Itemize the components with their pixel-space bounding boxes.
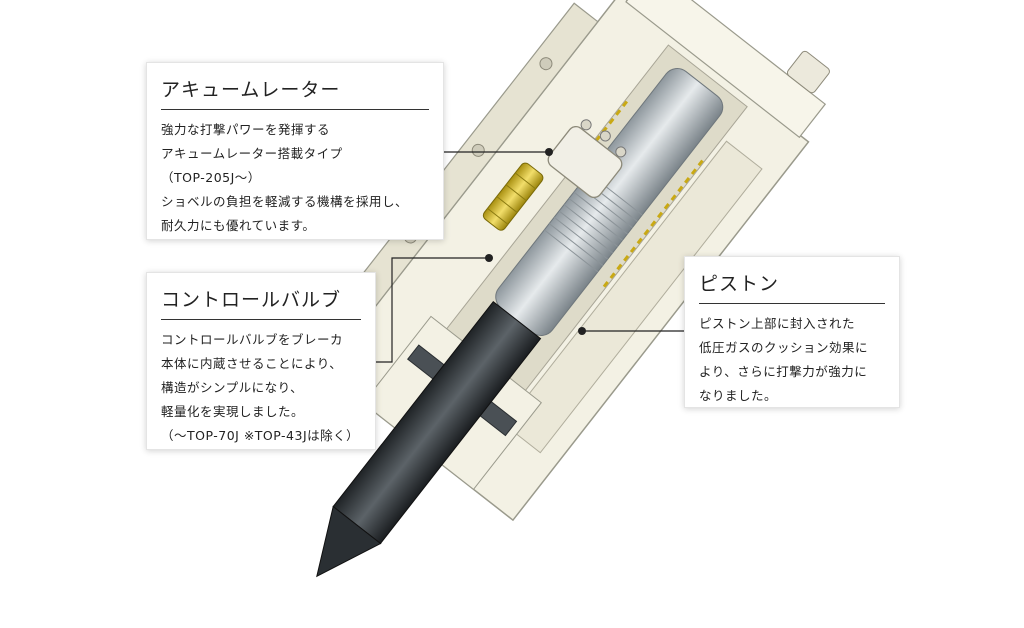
callout-line: ショベルの負担を軽減する機構を採用し、: [161, 194, 409, 209]
callout-accumulator: アキュームレーター 強力な打撃パワーを発揮する アキュームレーター搭載タイプ （…: [146, 62, 444, 240]
callout-title: ピストン: [699, 269, 885, 304]
callout-line: 耐久力にも優れています。: [161, 218, 316, 233]
callout-piston: ピストン ピストン上部に封入された 低圧ガスのクッション効果に より、さらに打撃…: [684, 256, 900, 408]
callout-line: より、さらに打撃力が強力に: [699, 364, 868, 379]
callout-line: 本体に内蔵させることにより、: [161, 356, 343, 371]
callout-line: コントロールバルブをブレーカ: [161, 332, 344, 347]
leader-dot-control-valve: [485, 254, 493, 262]
callout-line: 構造がシンプルになり、: [161, 380, 304, 395]
callout-line: （TOP-205J～）: [161, 170, 261, 185]
callout-control-valve: コントロールバルブ コントロールバルブをブレーカ 本体に内蔵させることにより、 …: [146, 272, 376, 450]
callout-line: 低圧ガスのクッション効果に: [699, 340, 869, 355]
housing-top-cap: [625, 0, 827, 139]
callout-body: ピストン上部に封入された 低圧ガスのクッション効果に より、さらに打撃力が強力に…: [699, 312, 885, 408]
callout-line: ピストン上部に封入された: [699, 316, 856, 331]
chisel-tip: [316, 505, 382, 578]
callout-line: なりました。: [699, 388, 778, 403]
top-fitting: [786, 50, 830, 94]
callout-body: コントロールバルブをブレーカ 本体に内蔵させることにより、 構造がシンプルになり…: [161, 328, 361, 448]
leader-dot-piston: [578, 327, 586, 335]
leader-control-valve: [376, 257, 489, 363]
callout-body: 強力な打撃パワーを発揮する アキュームレーター搭載タイプ （TOP-205J～）…: [161, 118, 429, 238]
callout-title: コントロールバルブ: [161, 285, 361, 320]
callout-line: 軽量化を実現しました。: [161, 404, 305, 419]
callout-line: 強力な打撃パワーを発揮する: [161, 122, 331, 137]
control-valve: [482, 162, 544, 231]
leader-dot-accumulator: [545, 148, 553, 156]
callout-line: アキュームレーター搭載タイプ: [161, 146, 343, 161]
bolt: [471, 143, 485, 157]
seal-line: [602, 159, 704, 288]
control-valve-grooves: [487, 172, 537, 225]
leader-lines: [376, 151, 684, 363]
bolt: [539, 57, 553, 71]
callout-title: アキュームレーター: [161, 75, 429, 110]
breaker-housing: [314, 0, 830, 578]
housing-section-plate: [504, 140, 763, 454]
callout-line: （～TOP-70J ※TOP-43Jは除く）: [161, 428, 360, 443]
accumulator: [547, 119, 627, 199]
